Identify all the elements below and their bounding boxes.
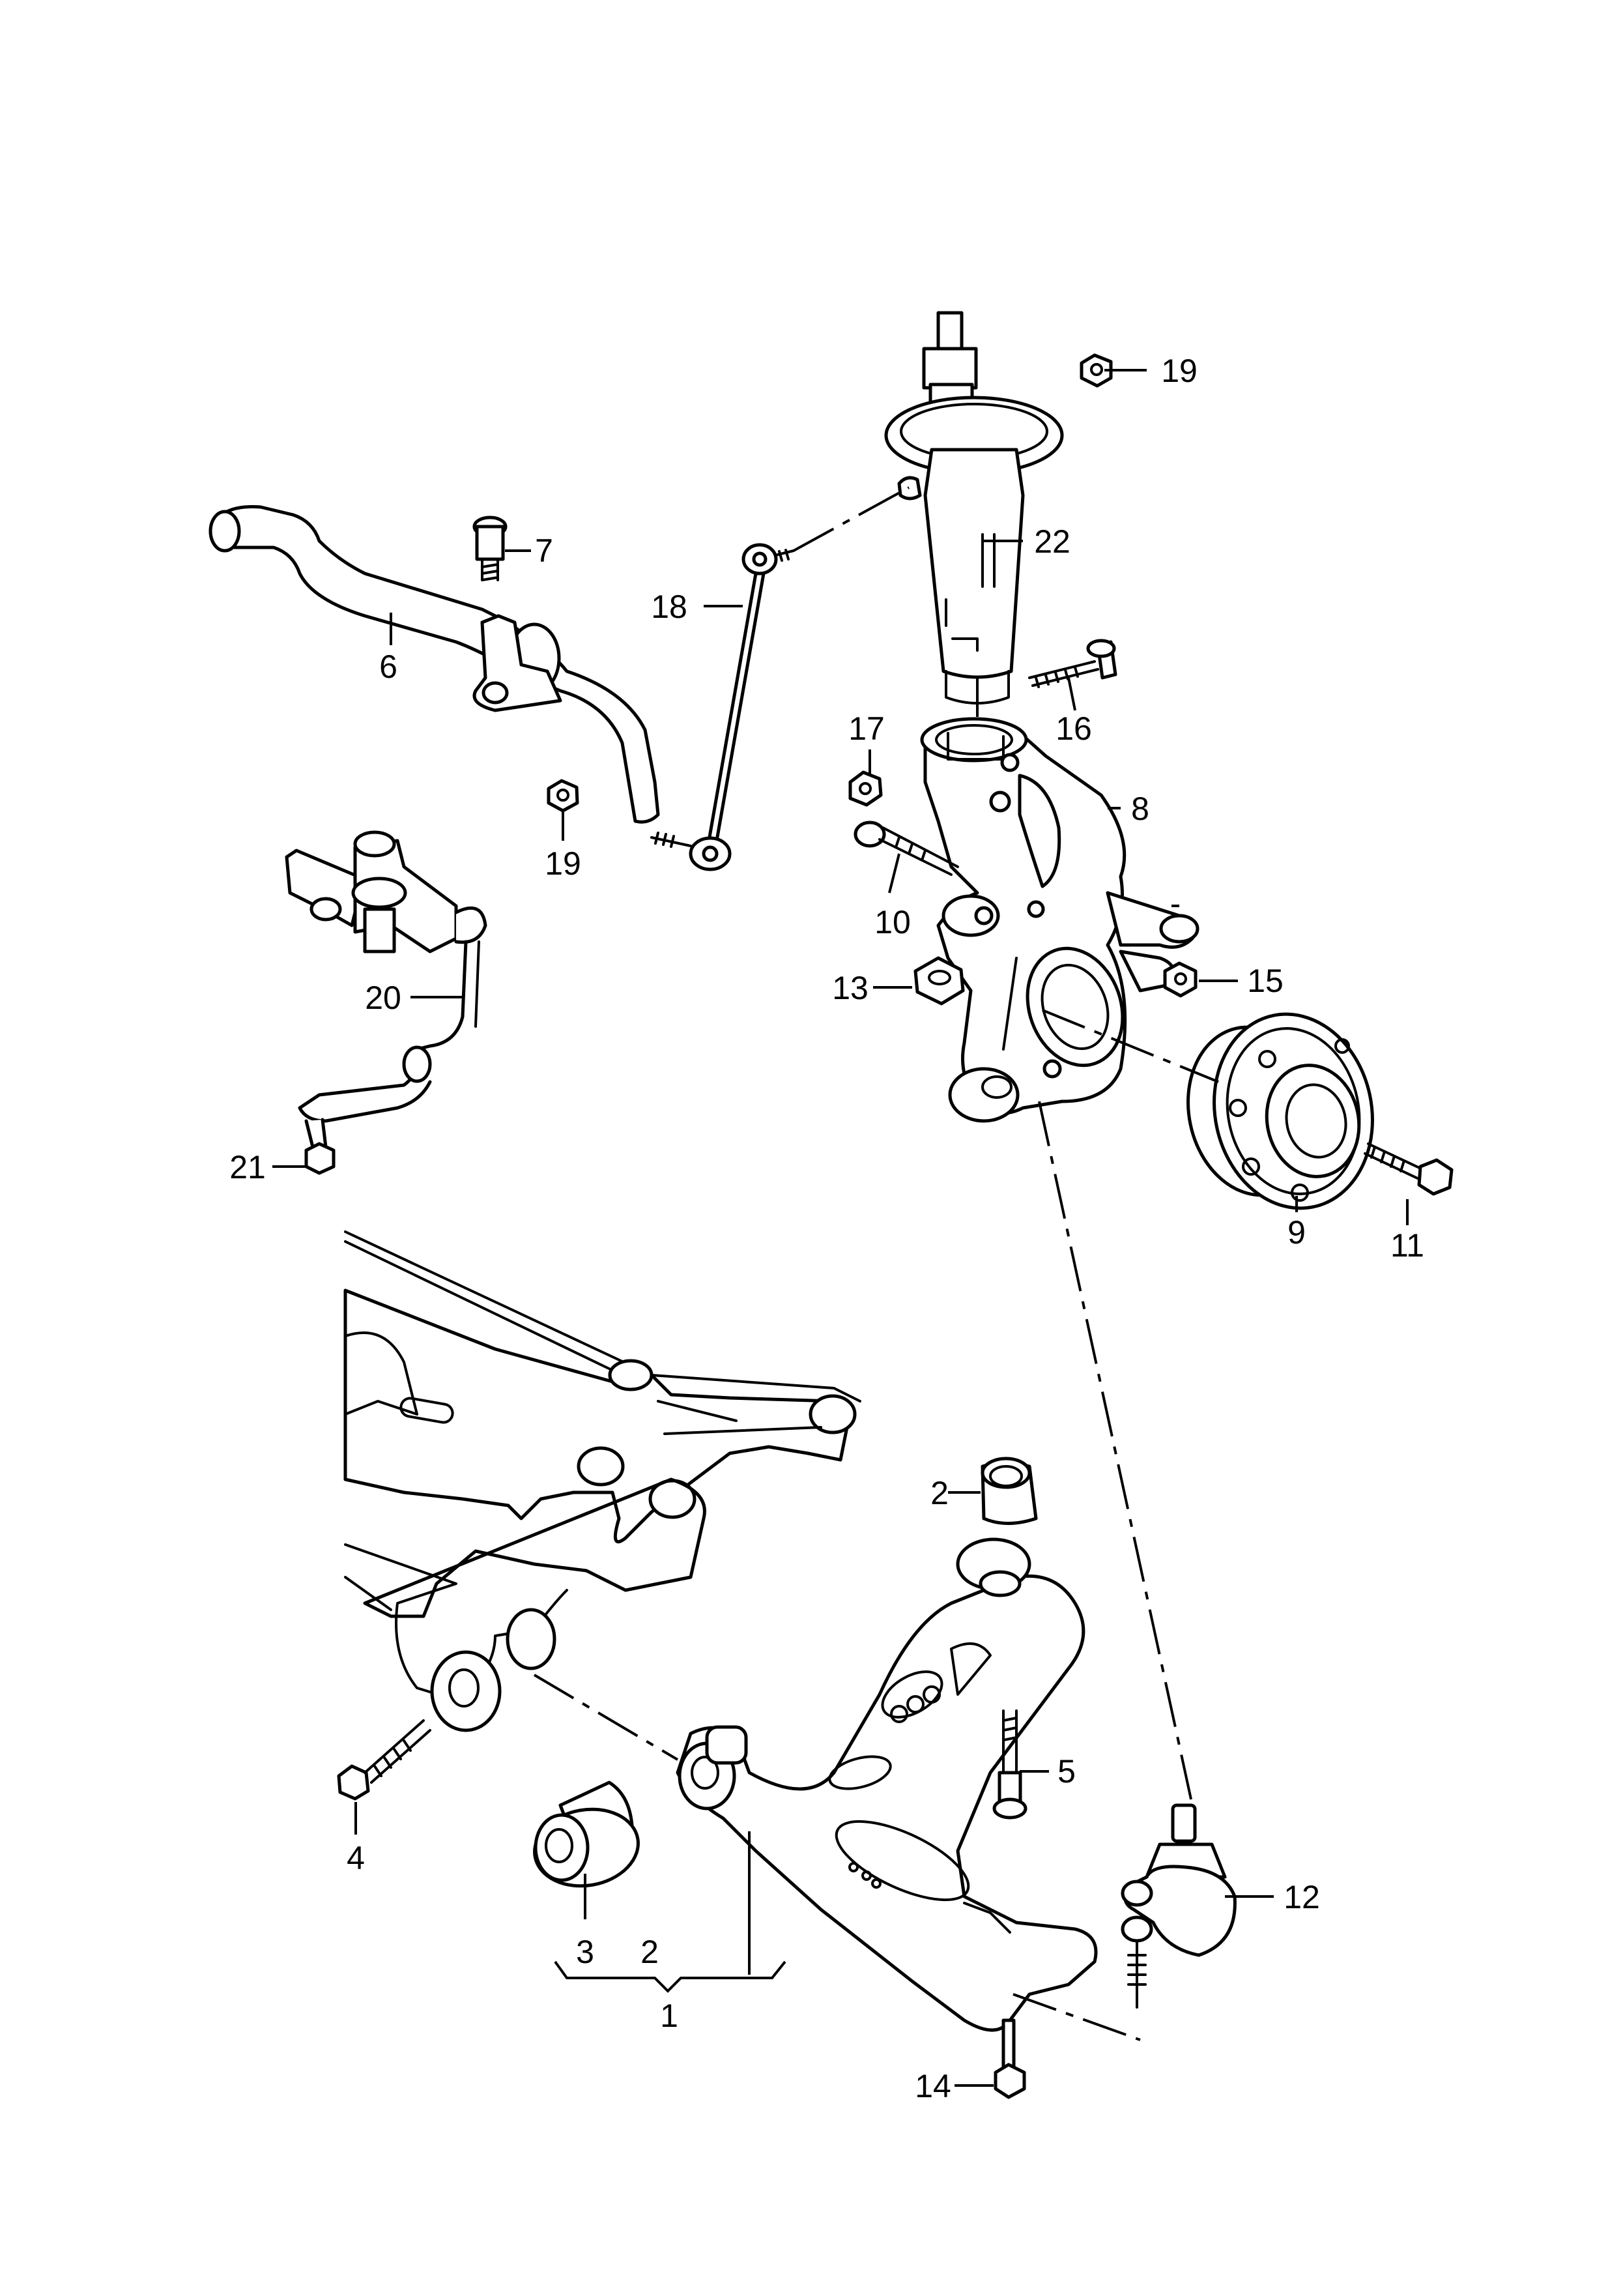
callout-4: 4	[347, 1840, 365, 1876]
callout-leader-lines	[272, 369, 1409, 2087]
callout-2-upper: 2	[930, 1475, 949, 1511]
callout-16: 16	[1056, 710, 1092, 747]
callout-14: 14	[915, 2068, 951, 2104]
callout-9: 9	[1287, 1214, 1306, 1251]
callout-12: 12	[1284, 1879, 1320, 1915]
anti-roll-bar	[208, 505, 660, 824]
subframe	[343, 1230, 861, 1732]
fasteners	[304, 353, 1454, 2099]
callout-7: 7	[535, 532, 553, 569]
assembly-axis-lines	[533, 486, 1219, 2041]
lower-control-arm	[676, 1457, 1098, 2032]
callout-8: 8	[1131, 791, 1149, 827]
callout-18: 18	[651, 589, 687, 625]
callout-10: 10	[874, 904, 911, 940]
callout-20: 20	[365, 980, 401, 1016]
callout-6: 6	[379, 648, 397, 685]
callout-2-lower: 2	[640, 1934, 659, 1970]
callout-1: 1	[660, 1998, 678, 2034]
wheel-hub-bearing	[1186, 1012, 1374, 1210]
steering-knuckle	[920, 717, 1199, 1123]
callout-21: 21	[229, 1149, 266, 1185]
callout-15: 15	[1247, 963, 1284, 999]
callout-labels: 1 2 2 3 4 5 6 7 8 9 10 11 12 13 14 15 16…	[229, 353, 1424, 2104]
shock-absorber-strut	[884, 311, 1064, 705]
callout-11: 11	[1390, 1227, 1424, 1264]
callout-17: 17	[848, 710, 885, 747]
callout-19-lower: 19	[545, 845, 581, 882]
ball-joint	[1121, 1803, 1237, 2009]
bushing	[533, 1780, 640, 1888]
level-sensor	[285, 830, 487, 1149]
coupling-rod	[650, 543, 795, 871]
callout-13: 13	[832, 970, 869, 1006]
callout-22: 22	[1034, 523, 1070, 560]
callout-19-upper: 19	[1161, 353, 1198, 389]
callout-3: 3	[576, 1934, 594, 1970]
callout-5: 5	[1057, 1753, 1076, 1790]
